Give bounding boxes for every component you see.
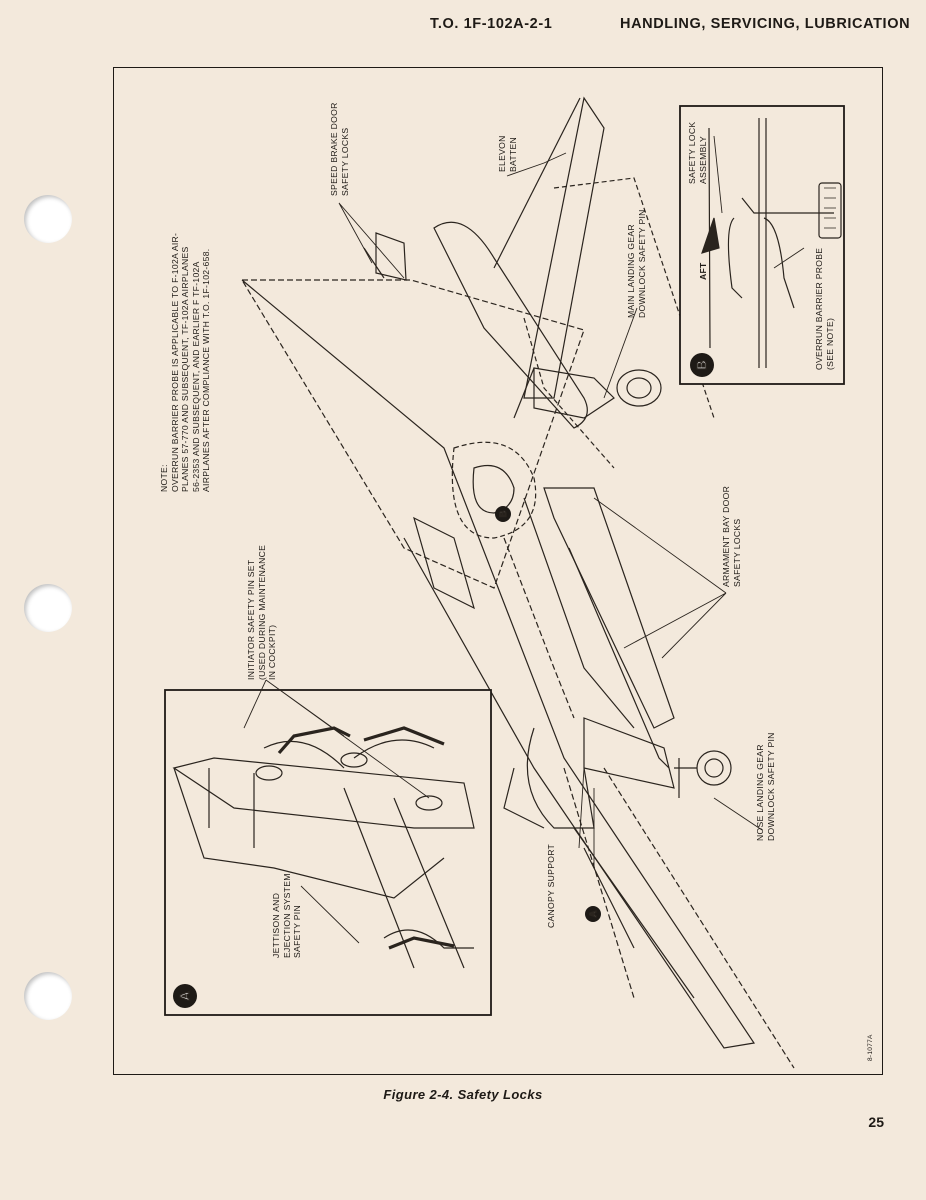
overrun-probe-label: OVERRUN BARRIER PROBE (SEE NOTE) <box>814 247 835 370</box>
svg-text:B: B <box>694 360 709 369</box>
main-gear-label: MAIN LANDING GEAR DOWNLOCK SAFETY PIN <box>626 209 647 318</box>
inset-b <box>679 105 845 385</box>
jettison-pin-label: JETTISON AND EJECTION SYSTEM SAFETY PIN <box>271 873 302 958</box>
svg-text:A: A <box>177 991 192 1001</box>
binder-hole <box>24 584 72 632</box>
aircraft-drawing: A B A B <box>164 96 845 1069</box>
note-block: NOTE: OVERRUN BARRIER PROBE IS APPLICABL… <box>159 232 211 492</box>
figure-frame: A B A B NOTE: OVERRUN BARRIER PROBE IS A… <box>113 67 883 1075</box>
leader-lines <box>338 152 763 868</box>
nose-gear-label: NOSE LANDING GEAR DOWNLOCK SAFETY PIN <box>755 732 776 841</box>
page-number: 25 <box>868 1114 884 1130</box>
art-number: 8-1077A <box>867 1034 874 1061</box>
inset-b-badge: B <box>690 353 714 377</box>
speed-brake-label: SPEED BRAKE DOOR SAFETY LOCKS <box>329 102 350 196</box>
aft-label: AFT <box>698 262 708 280</box>
main-landing-gear <box>513 367 662 419</box>
binder-hole <box>24 195 72 243</box>
aircraft-outline <box>240 96 795 1069</box>
armament-bay-label: ARMAMENT BAY DOOR SAFETY LOCKS <box>721 485 742 587</box>
nose-landing-gear <box>674 750 732 798</box>
figure-caption: Figure 2-4. Safety Locks <box>383 1087 543 1102</box>
inset-a <box>164 679 492 1016</box>
speed-brake <box>363 232 407 281</box>
doc-number: T.O. 1F-102A-2-1 <box>430 16 553 32</box>
section-title: HANDLING, SERVICING, LUBRICATION <box>620 16 911 32</box>
inset-a-badge: A <box>173 984 197 1008</box>
svg-text:B: B <box>498 510 508 517</box>
canopy-support-label: CANOPY SUPPORT <box>546 843 556 928</box>
binder-hole <box>24 972 72 1020</box>
callout-b-main: B <box>495 506 511 522</box>
callout-a-main: A <box>585 906 601 922</box>
elevon-batten-label: ELEVON BATTEN <box>497 135 518 172</box>
svg-text:A: A <box>588 910 598 917</box>
safety-lock-label: SAFETY LOCK ASSEMBLY <box>687 121 708 184</box>
initiator-pin-label: INITIATOR SAFETY PIN SET (USED DURING MA… <box>246 544 277 680</box>
